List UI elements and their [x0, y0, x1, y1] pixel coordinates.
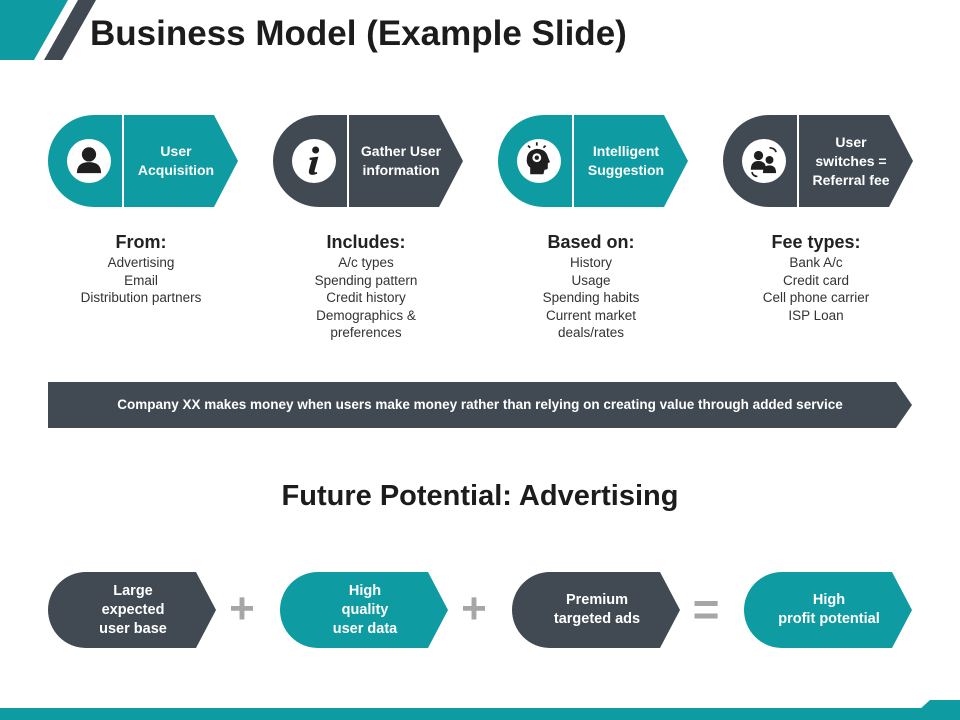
equation-term-shape [512, 572, 680, 648]
step-details-item: History [569, 255, 612, 270]
equation-term-label: High quality user data [332, 582, 398, 637]
info-icon [292, 139, 336, 183]
equation-term-shape [744, 572, 912, 648]
process-step: Gather User information [273, 115, 465, 207]
plus-operator: + [229, 584, 255, 633]
brain-head-icon [517, 139, 561, 183]
step-details-item: Credit card [782, 272, 850, 288]
process-step: User switches = Referral fee [723, 115, 915, 207]
step-details-item: Cell phone carrier [762, 290, 870, 305]
process-step: Intelligent Suggestion [498, 115, 690, 207]
step-details-heading: Based on: [547, 232, 635, 252]
user-icon [67, 139, 111, 183]
corner-decoration-top-left [0, 0, 96, 60]
equation-term-label: Premium targeted ads [553, 592, 641, 627]
step-details-item: Credit history [326, 290, 406, 305]
equals-operator: = [692, 583, 720, 635]
summary-banner-text: Company XX makes money when users make m… [117, 397, 843, 412]
step-details-heading: Fee types: [771, 232, 861, 252]
step-details-item: Spending habits [542, 290, 640, 305]
future-potential-title: Future Potential: Advertising [281, 480, 679, 512]
step-details-item: Distribution partners [80, 290, 202, 305]
equation-term-label: High profit potential [778, 592, 880, 627]
step-details-item: preferences [330, 325, 402, 340]
step-details-item: deals/rates [557, 325, 625, 340]
step-details-item: Demographics & [316, 307, 416, 323]
equation-term-shape [48, 572, 216, 648]
step-details-item: Usage [571, 272, 611, 288]
step-details-item: Advertising [107, 255, 175, 270]
bottom-stripe [0, 700, 960, 720]
equation-term-shape [280, 572, 448, 648]
step-label: User switches = Referral fee [812, 133, 890, 188]
plus-operator: + [461, 584, 487, 633]
step-details-heading: From: [115, 232, 167, 252]
step-details-item: A/c types [338, 255, 394, 270]
step-details-item: ISP Loan [788, 307, 844, 323]
step-label: Gather User information [360, 143, 442, 178]
step-details-item: Spending pattern [314, 272, 418, 288]
equation-term-label: Large expected user base [99, 582, 167, 637]
summary-banner [48, 382, 912, 428]
step-label: Intelligent Suggestion [587, 143, 665, 178]
step-details-heading: Includes: [326, 232, 406, 252]
step-label: User Acquisition [137, 143, 215, 178]
user-switch-icon [742, 139, 786, 183]
step-details-item: Current market [545, 307, 637, 323]
step-details-item: Email [124, 272, 158, 288]
step-details-item: Bank A/c [789, 255, 843, 270]
process-step: User Acquisition [48, 115, 240, 207]
page-title: Business Model (Example Slide) [90, 14, 627, 53]
